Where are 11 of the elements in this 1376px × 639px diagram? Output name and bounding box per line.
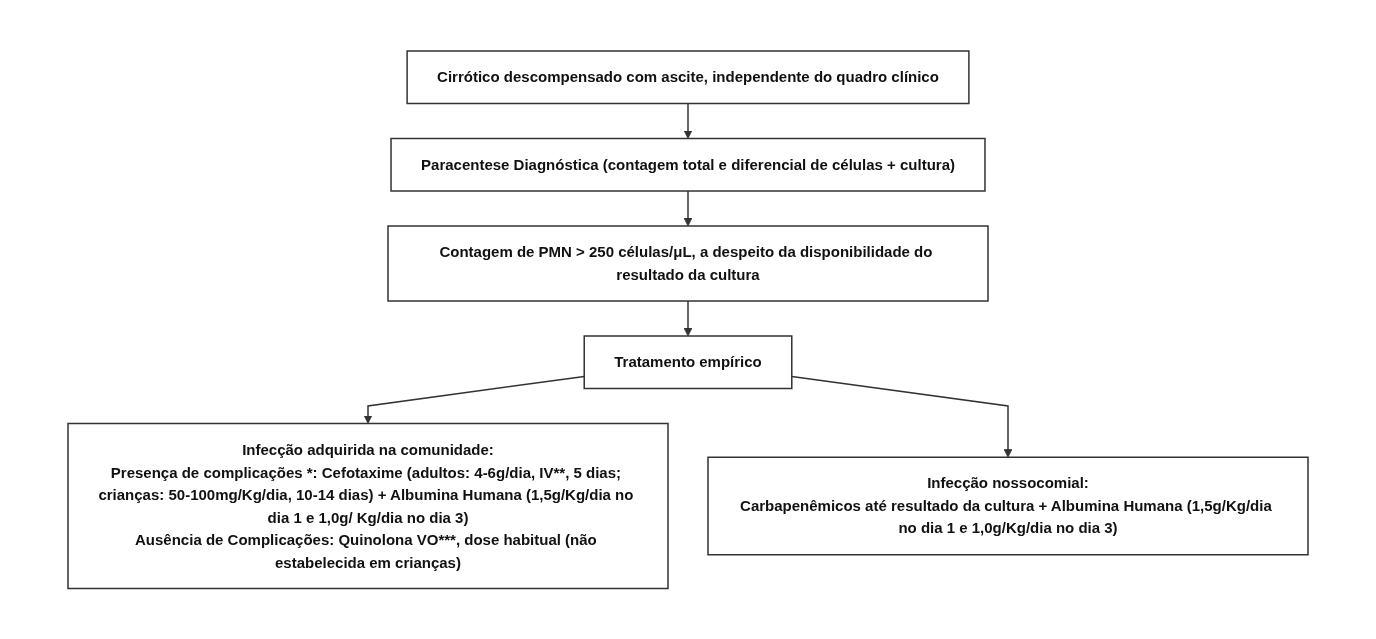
arrow [683,190,693,227]
node-box: Cirrótico descompensado com ascite, independente do quadro clínico [406,50,970,104]
arrow [363,375,585,424]
arrow [791,375,1013,458]
arrow [683,102,693,139]
node-box: Contagem de PMN > 250 células/μL, a despeito da disponibilidade do resultado da cultura [387,225,989,302]
arrow [683,300,693,337]
node-box: Paracentese Diagnóstica (contagem total e diferencial de células + cultura) [390,137,986,192]
node-box: Infecção adquirida na comunidade: Presença de complicações *: Cefotaxime (adultos: 4-6g/dia, IV**, 5 dias; crianças: 50-100mg/Kg/dia, 10-14 dias) + Albumina Humana (1,5g/Kg/dia no dia 1 e 1,0g/ Kg/dia no dia 3) Ausência de Complicações: Quinolona VO***, dose habitual (não estabelecida em crianças) [67,422,669,589]
node-box: Tratamento empírico [583,335,793,389]
node-box: Infecção nossocomial: Carbapenêmicos até resultado da cultura + Albumina Humana (1,5g/Kg/dia no dia 1 e 1,0g/Kg/dia no dia 3) [707,456,1309,556]
